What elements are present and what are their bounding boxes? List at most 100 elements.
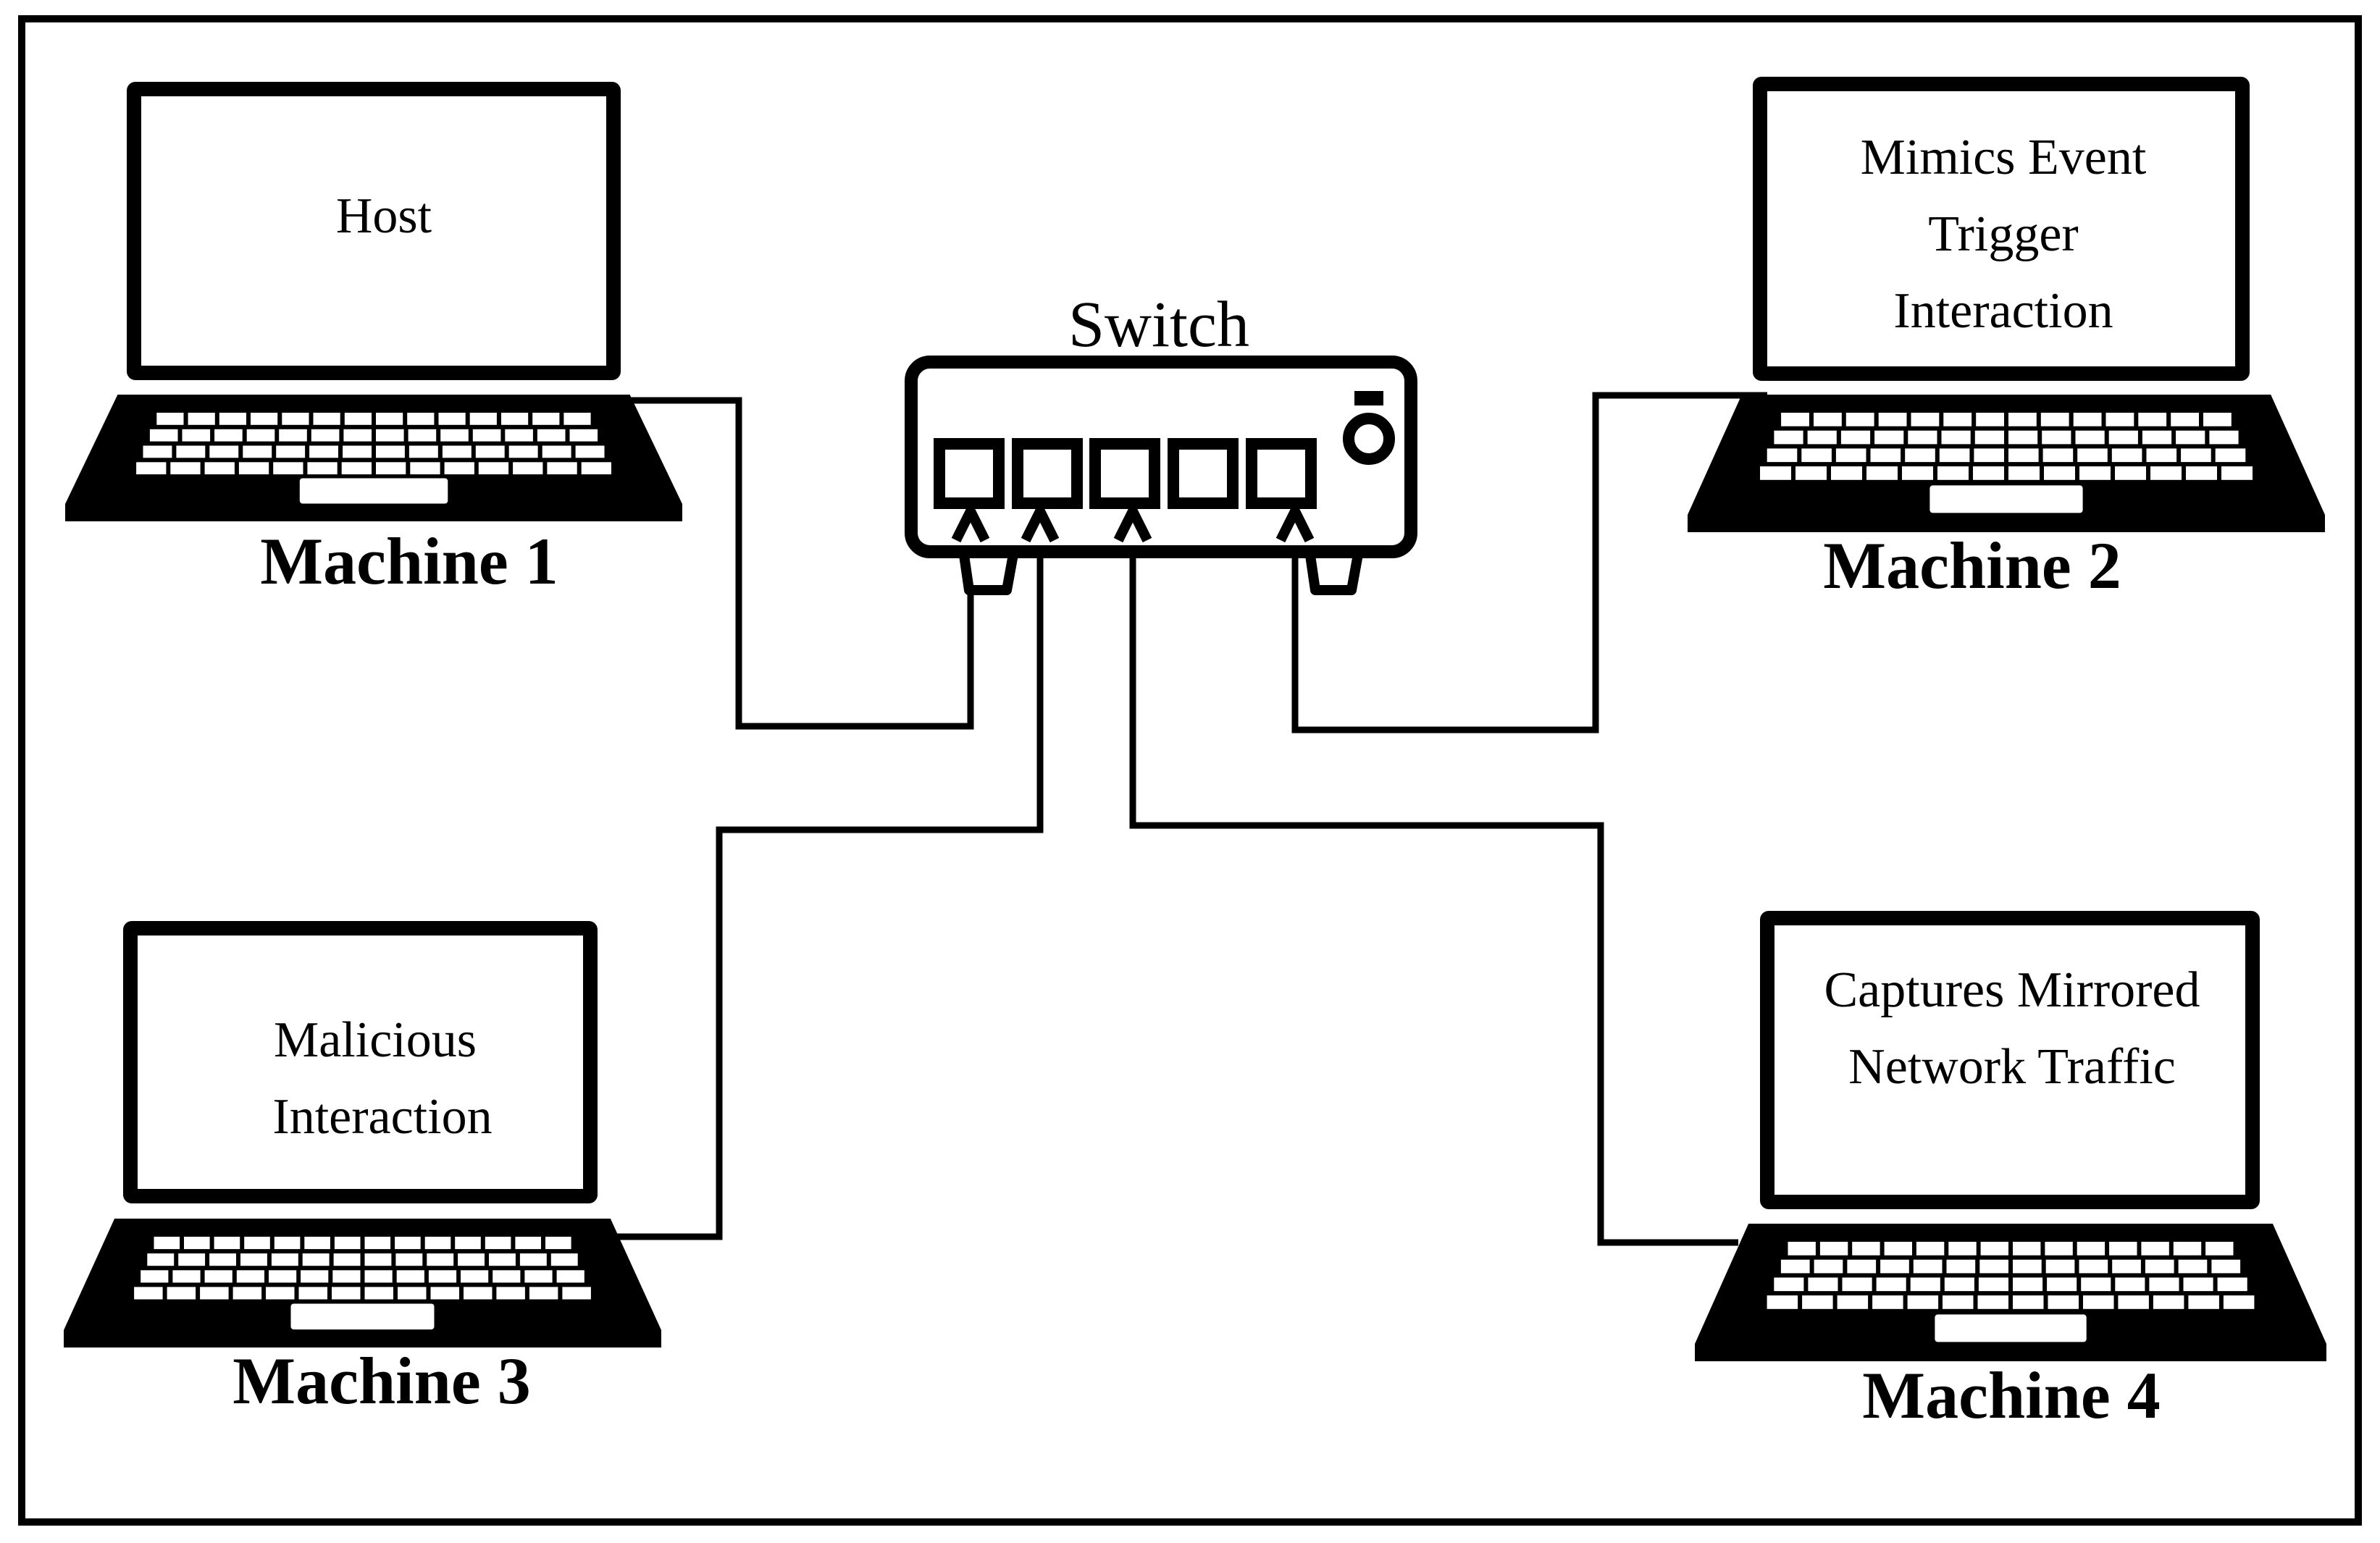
- keyboard-key: [1941, 430, 1971, 445]
- keyboard-key: [2181, 448, 2211, 463]
- keyboard-key: [542, 445, 571, 458]
- keyboard-key: [513, 462, 543, 475]
- keyboard-key: [1943, 413, 1972, 426]
- keyboard-key: [2145, 1259, 2174, 1274]
- keyboard-key: [2111, 448, 2142, 463]
- arrow-icon-port-1: [951, 506, 990, 543]
- laptop-icon: [1688, 77, 2325, 532]
- screen-text-line: Mimics Event: [1861, 130, 2147, 185]
- keyboard-key: [1880, 1259, 1909, 1274]
- keyboard-key: [1802, 1295, 1833, 1309]
- keyboard-key: [395, 1253, 423, 1266]
- keyboard-key: [1845, 413, 1874, 426]
- keyboard-key: [1874, 430, 1904, 445]
- keyboard-key: [2077, 1242, 2105, 1256]
- keyboard-key: [1780, 1259, 1810, 1274]
- keyboard-key: [563, 413, 591, 425]
- keyboard-key: [2178, 1259, 2208, 1274]
- keyboard-key: [1974, 430, 2004, 445]
- keyboard-key: [515, 1237, 541, 1250]
- keyboard-key: [2044, 466, 2075, 480]
- screen-text-line: Interaction: [272, 1089, 492, 1145]
- keyboard-key: [508, 445, 538, 458]
- keyboard-key: [232, 1287, 262, 1300]
- keyboard-key: [581, 462, 611, 475]
- keyboard-key: [489, 1253, 516, 1266]
- keyboard-key: [2013, 1277, 2043, 1292]
- keyboard-key: [485, 1237, 511, 1250]
- keyboard-key: [1814, 413, 1842, 426]
- keyboard-key: [209, 445, 239, 458]
- keyboard-key: [1946, 1259, 1976, 1274]
- keyboard-key: [141, 1270, 169, 1283]
- screen-text-line: Captures Mirrored: [1824, 962, 2200, 1018]
- keyboard-key: [172, 1270, 201, 1283]
- keyboard-key: [410, 462, 440, 475]
- keyboard-key: [343, 445, 372, 458]
- keyboard-key: [343, 429, 372, 442]
- keyboard-key: [2138, 413, 2167, 426]
- keyboard-key: [408, 445, 438, 458]
- keyboard-key: [2075, 430, 2105, 445]
- keyboard-key: [2008, 466, 2040, 480]
- keyboard-key: [408, 429, 437, 442]
- keyboard-key: [478, 462, 509, 475]
- keyboard-key: [2146, 448, 2177, 463]
- keyboard-key: [1870, 448, 1901, 463]
- keyboard-key: [1974, 448, 2004, 463]
- keyboard-key: [2221, 466, 2253, 480]
- machine-label: Machine 1: [260, 524, 558, 598]
- keyboard-key: [1808, 1277, 1838, 1292]
- keyboard-key: [1948, 1242, 1977, 1256]
- switch-foot-left: [958, 549, 1019, 595]
- machine-label: Machine 2: [1823, 529, 2121, 602]
- machine-3: Malicious Interaction Machine 3: [64, 921, 661, 1418]
- keyboard-key: [156, 413, 184, 425]
- keyboard-key: [2183, 1277, 2213, 1292]
- keyboard-key: [149, 429, 178, 442]
- keyboard-key: [188, 413, 215, 425]
- keyboard-key: [182, 429, 211, 442]
- wire-machine-1: [619, 397, 974, 730]
- keyboard-key: [1973, 466, 2004, 480]
- keyboard-key: [1913, 1259, 1943, 1274]
- laptop-base: [1688, 395, 2325, 532]
- keyboard-key: [2083, 1295, 2114, 1309]
- keyboard-key: [2217, 1277, 2247, 1292]
- keyboard-key: [2215, 448, 2246, 463]
- keyboard-key: [2008, 413, 2037, 426]
- keyboard-key: [1781, 413, 1809, 426]
- machine-2: Mimics Event Trigger Interaction Machine…: [1688, 77, 2325, 602]
- keyboard-key: [428, 1270, 457, 1283]
- keyboard-key: [1788, 1242, 1816, 1256]
- keyboard-key: [1911, 413, 1940, 426]
- keyboard-key: [2186, 466, 2217, 480]
- keyboard-key: [2081, 1277, 2111, 1292]
- keyboard-key: [1905, 448, 1935, 463]
- switch-power-button: [1343, 413, 1395, 465]
- machine-label: Machine 4: [1862, 1358, 2160, 1432]
- keyboard-key: [2112, 1259, 2141, 1274]
- keyboard-key: [472, 429, 501, 442]
- keyboard-key: [170, 462, 201, 475]
- screen-text-line: Network Traffic: [1848, 1039, 2176, 1095]
- keyboard-key: [556, 1270, 584, 1283]
- keyboard-key: [493, 1270, 521, 1283]
- laptop-icon: [64, 921, 661, 1348]
- keyboard-key: [333, 1253, 361, 1266]
- keyboard-key: [204, 1270, 232, 1283]
- keyboard-key: [1979, 1259, 2008, 1274]
- keyboard-key: [309, 445, 338, 458]
- keyboard-key: [1907, 1295, 1939, 1309]
- keyboard-key: [214, 429, 243, 442]
- keyboard-key: [1835, 448, 1866, 463]
- keyboard-key: [147, 1253, 175, 1266]
- laptop-touchpad: [1935, 1314, 2087, 1342]
- keyboard-key: [2188, 1295, 2219, 1309]
- keyboard-key: [276, 445, 306, 458]
- keyboard-key: [282, 413, 309, 425]
- keyboard-key: [501, 413, 529, 425]
- machine-1: Host Machine 1: [65, 82, 682, 598]
- laptop-icon: [65, 82, 682, 521]
